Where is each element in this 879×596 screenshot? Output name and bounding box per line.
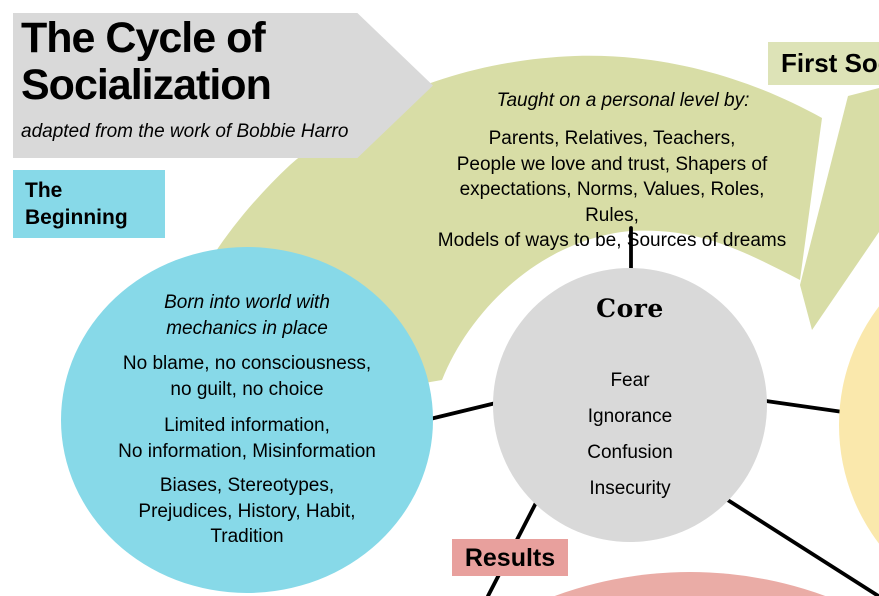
- core-heading: Core: [596, 294, 664, 323]
- core-item: Confusion: [587, 442, 673, 463]
- label-the-beginning: The Beginning: [13, 170, 165, 238]
- first-socialization-arrowhead: [800, 88, 879, 330]
- connector-line-left: [428, 400, 502, 421]
- connector-line-bottom-right: [721, 495, 879, 596]
- beginning-paragraph-2: Limited information, No information, Mis…: [118, 415, 376, 462]
- title-attribution: adapted from the work of Bobbie Harro: [21, 121, 349, 142]
- core-items: Fear Ignorance Confusion Insecurity: [530, 363, 730, 507]
- first-socialization-list: Parents, Relatives, Teachers, People we …: [437, 128, 787, 251]
- diagram-title: The Cycle of Socialization: [21, 14, 272, 109]
- label-first-socialization: First Soc: [768, 42, 879, 85]
- core-item: Insecurity: [589, 478, 671, 499]
- diagram-title-line1: The Cycle of: [21, 14, 266, 62]
- first-socialization-intro: Taught on a personal level by:: [496, 90, 750, 111]
- title-banner: [13, 13, 433, 158]
- beginning-paragraph-3: Biases, Stereotypes, Prejudices, History…: [138, 475, 356, 547]
- core-item: Ignorance: [587, 406, 673, 427]
- core-item: Fear: [610, 370, 650, 391]
- label-results-text: Results: [464, 544, 556, 572]
- beginning-paragraph-1: No blame, no consciousness, no guilt, no…: [122, 353, 372, 400]
- beginning-intro: Born into world with mechanics in place: [164, 292, 330, 339]
- diagram-title-line2: Socialization: [21, 61, 272, 109]
- label-results: Results: [452, 539, 568, 576]
- label-first-socialization-text: First Soc: [781, 48, 879, 78]
- core-circle: [493, 268, 767, 542]
- label-the-beginning-text: The Beginning: [25, 179, 128, 229]
- beginning-circle: [61, 247, 433, 593]
- connector-line-right: [764, 399, 845, 414]
